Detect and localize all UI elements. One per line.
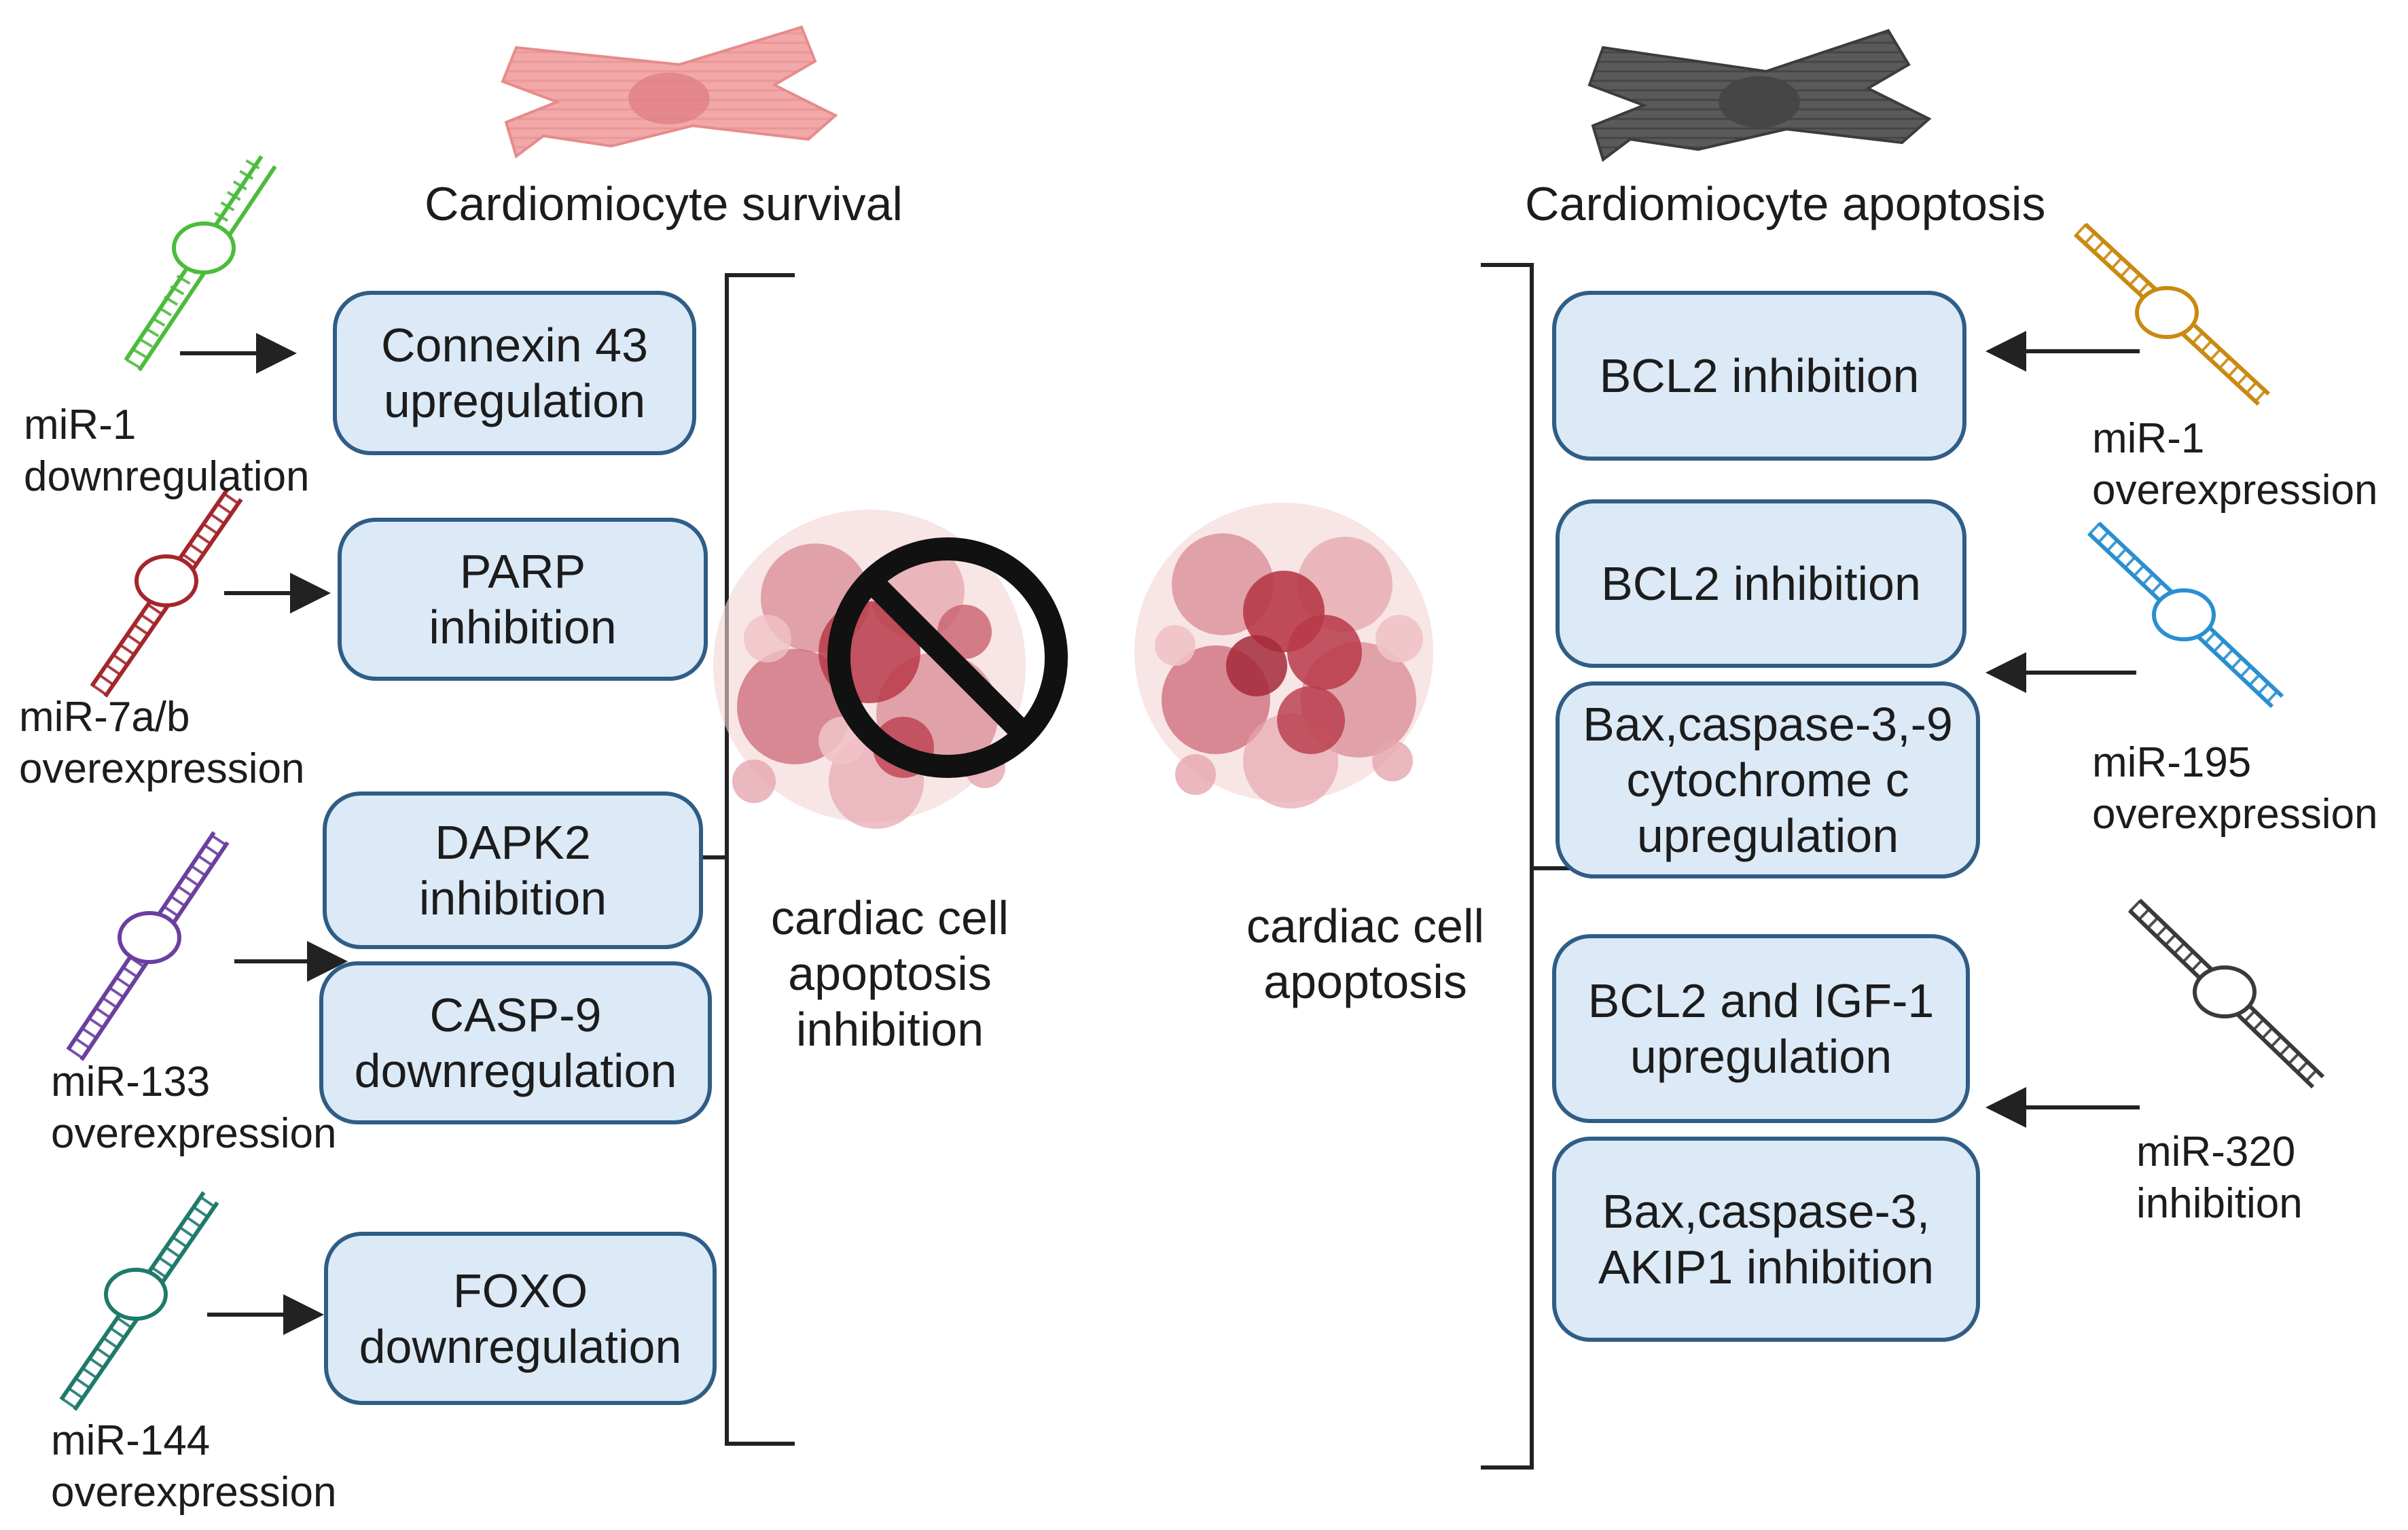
mirna-label: miR-133 overexpression xyxy=(51,1058,337,1157)
rna-hairpin-icon xyxy=(124,155,277,372)
cardiomyocyte-healthy-icon xyxy=(501,25,838,159)
mirna-label: miR-144 overexpression xyxy=(51,1417,337,1516)
rna-hairpin-icon xyxy=(2087,521,2284,709)
effect-box: CASP-9 downregulation xyxy=(319,961,712,1124)
rna-hairpin-icon xyxy=(90,488,243,698)
mirna-label: miR-7a/b overexpression xyxy=(19,694,305,792)
effect-box: BCL2 and IGF-1 upregulation xyxy=(1552,934,1970,1123)
center-label-right: cardiac cell apoptosis xyxy=(1246,900,1485,1008)
effect-box: DAPK2 inhibition xyxy=(323,791,703,949)
left-heading: Cardiomiocyte survival xyxy=(425,177,903,230)
mirna-label: miR-320 inhibition xyxy=(2136,1128,2303,1227)
effect-box: BCL2 inhibition xyxy=(1556,499,1966,668)
apoptotic-cluster-icon xyxy=(1134,503,1433,808)
effect-box: Bax,caspase-3, AKIP1 inhibition xyxy=(1552,1137,1980,1342)
effect-box: FOXO downregulation xyxy=(324,1232,717,1405)
effect-box: Connexin 43 upregulation xyxy=(333,291,696,455)
mirna-label: miR-195 overexpression xyxy=(2092,739,2378,838)
prohibited-icon xyxy=(827,537,1068,778)
mirna-label: miR-1 downregulation xyxy=(24,402,310,500)
right-heading: Cardiomiocyte apoptosis xyxy=(1525,177,2046,230)
arrow xyxy=(180,333,348,1335)
cardiomyocyte-dead-icon xyxy=(1587,29,1932,162)
center-label-left: cardiac cell apoptosis inhibition xyxy=(770,891,1009,1056)
effect-box: Bax,caspase-3,-9 cytochrome c upregulati… xyxy=(1556,681,1980,878)
arrow xyxy=(1985,331,2140,1128)
effect-box: PARP inhibition xyxy=(338,518,708,681)
rna-hairpin-icon xyxy=(59,1191,219,1411)
rna-hairpin-icon xyxy=(66,831,230,1061)
rna-hairpin-icon xyxy=(2073,222,2271,406)
rna-hairpin-icon xyxy=(2127,898,2325,1089)
effect-box: BCL2 inhibition xyxy=(1552,291,1966,461)
mirna-label: miR-1 overexpression xyxy=(2092,415,2378,514)
